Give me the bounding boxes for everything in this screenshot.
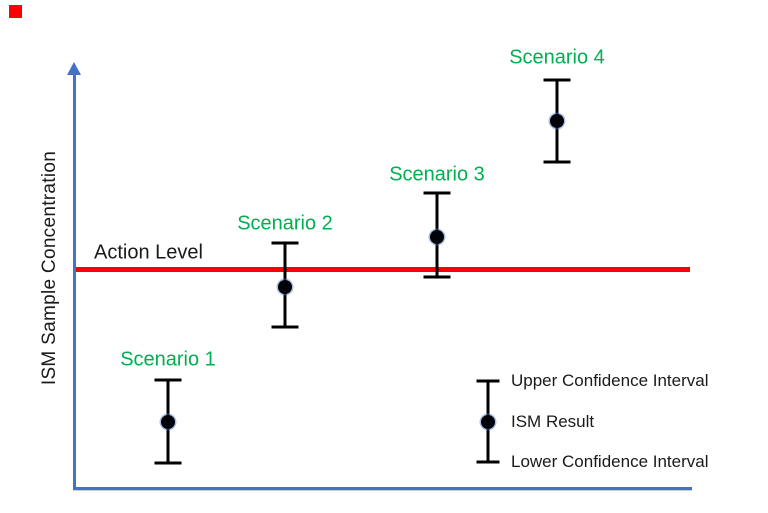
upper-ci-cap (423, 191, 451, 195)
lower-ci-cap (271, 325, 299, 329)
upper-ci-cap (543, 78, 571, 82)
upper-ci-cap (476, 379, 500, 383)
upper-ci-cap (154, 378, 182, 382)
lower-ci-cap (543, 160, 571, 164)
action-level-label: Action Level (94, 241, 203, 264)
lower-ci-cap (476, 460, 500, 464)
legend-upper-ci-label: Upper Confidence Interval (511, 371, 709, 390)
red-corner-mark (9, 5, 22, 18)
ism-result-marker (161, 415, 175, 429)
upper-ci-cap (271, 241, 299, 245)
scenario-2-label: Scenario 2 (237, 212, 333, 235)
ism-result-marker (481, 415, 495, 429)
y-axis-line (73, 74, 76, 489)
lower-ci-cap (423, 275, 451, 279)
y-axis-title: ISM Sample Concentration (39, 150, 60, 386)
y-axis-arrowhead-icon (67, 62, 81, 75)
ism-result-marker (278, 280, 292, 294)
ism-result-marker (550, 114, 564, 128)
legend-ism-result-label: ISM Result (511, 412, 595, 431)
scenario-3-label: Scenario 3 (389, 163, 485, 186)
scenario-4-label: Scenario 4 (509, 46, 605, 69)
scenario-1-label: Scenario 1 (120, 348, 216, 371)
x-axis-line (73, 487, 692, 491)
lower-ci-cap (154, 461, 182, 465)
legend-lower-ci-label: Lower Confidence Interval (511, 452, 709, 471)
ism-result-marker (430, 230, 444, 244)
action-level-line (76, 267, 690, 272)
